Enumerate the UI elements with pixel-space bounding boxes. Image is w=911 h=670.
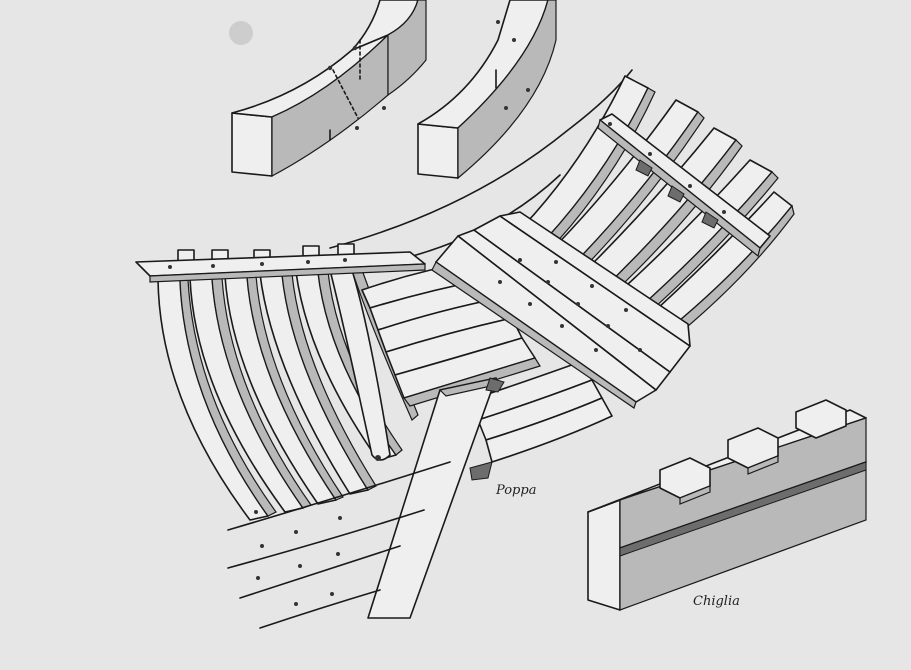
left-crossbar <box>135 243 426 283</box>
right-crossbar <box>597 113 771 258</box>
hull-outline-curve <box>329 69 633 249</box>
label-chiglia: Chiglia <box>693 594 740 609</box>
keel-planks <box>227 461 451 629</box>
curved-timber-right <box>417 0 557 180</box>
keel-block <box>587 399 867 611</box>
curved-timber-left <box>231 0 427 178</box>
transom-boards <box>431 211 691 409</box>
paper-smudge <box>229 21 253 45</box>
sternpost <box>367 377 505 619</box>
label-poppa: Poppa <box>496 483 537 498</box>
